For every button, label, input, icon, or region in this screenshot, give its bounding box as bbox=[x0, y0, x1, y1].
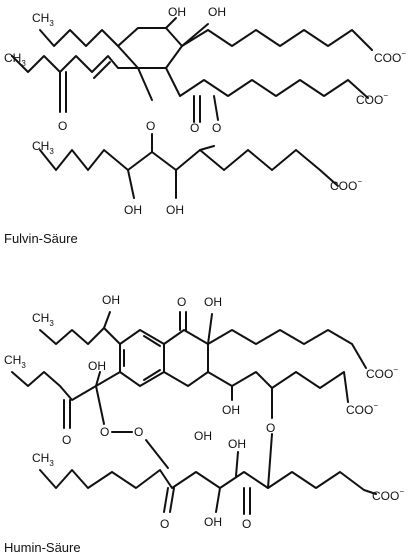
humic-carboxylate-3: COO− bbox=[372, 487, 404, 503]
humic-aromatic-ring bbox=[119, 329, 165, 387]
humic-hydroxyl-1: OH bbox=[102, 293, 120, 307]
humic-acid-caption: Humin-Säure bbox=[4, 540, 81, 555]
humic-carbonyl-o-4: O bbox=[242, 517, 251, 531]
fulvic-acid-caption: Fulvin-Säure bbox=[4, 231, 78, 246]
humic-methyl-low: CH3 bbox=[32, 451, 54, 468]
humic-ether-o: O bbox=[266, 421, 275, 435]
fulvic-carboxylate-2: COO− bbox=[356, 91, 388, 107]
fulvic-hydroxyl-4: OH bbox=[166, 203, 184, 217]
fulvic-hydroxyl-2: OH bbox=[208, 5, 226, 19]
fulvic-carbonyl-o-3: O bbox=[212, 121, 221, 135]
humic-carbonyl-o-3: O bbox=[160, 517, 169, 531]
fulvic-carboxylate-3: COO− bbox=[330, 177, 362, 193]
humic-carbonyl-o-1: O bbox=[177, 295, 186, 309]
humic-methyl-top: CH3 bbox=[32, 311, 54, 328]
humic-acid-structure: CH3 CH3 CH3 OH OH OH OH OH OH OH O O O O… bbox=[4, 293, 404, 555]
humic-carboxylate-2: COO− bbox=[346, 401, 378, 417]
humic-hydroxyl-2: OH bbox=[204, 295, 222, 309]
fulvic-bonds bbox=[11, 17, 373, 199]
fulvic-hydroxyl-1: OH bbox=[168, 5, 186, 19]
humic-carboxylate-1: COO− bbox=[366, 365, 398, 381]
humic-peroxide-o-2: O bbox=[134, 425, 143, 439]
humic-hydroxyl-6: OH bbox=[204, 515, 222, 529]
humic-hydroxyl-4: OH bbox=[222, 403, 240, 417]
fulvic-methyl-left: CH3 bbox=[4, 51, 26, 68]
humic-bonds bbox=[11, 311, 377, 515]
fulvic-carbonyl-o-2: O bbox=[190, 121, 199, 135]
humic-hydroxyl-3: OH bbox=[88, 359, 106, 373]
fulvic-ether-o: O bbox=[146, 119, 155, 133]
fulvic-hydroxyl-3: OH bbox=[124, 203, 142, 217]
fulvic-carboxylate-1: COO− bbox=[374, 49, 406, 65]
humic-methyl-left: CH3 bbox=[4, 353, 26, 370]
humic-hydroxyl-5: OH bbox=[228, 437, 246, 451]
humic-hydroxyl-7: OH bbox=[194, 429, 212, 443]
fulvic-carbonyl-o-1: O bbox=[58, 119, 67, 133]
humic-peroxide-o-1: O bbox=[100, 425, 109, 439]
fulvic-ring bbox=[117, 27, 183, 69]
fulvic-methyl-low: CH3 bbox=[32, 139, 54, 156]
fulvic-methyl-top: CH3 bbox=[32, 11, 54, 28]
humic-carbonyl-o-2: O bbox=[62, 433, 71, 447]
fulvic-acid-structure: CH3 CH3 CH3 OH OH OH OH O O O O COO− COO… bbox=[4, 5, 406, 246]
